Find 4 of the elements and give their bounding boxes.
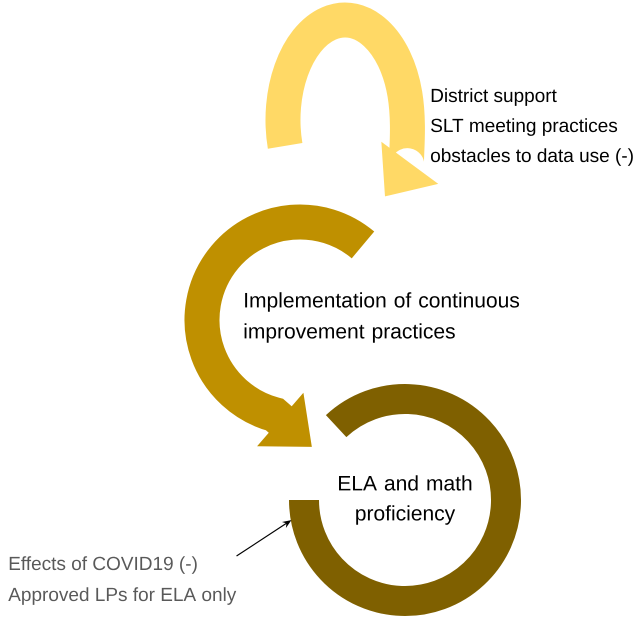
factor-list: Effects of COVID19 (-) Approved LPs for ELA only [8, 556, 236, 605]
stage-label: Implementation of continuous improvement practices [244, 292, 520, 343]
outcome-label: ELA and math proficiency [339, 475, 472, 525]
factor-list: District support SLT meeting practices obstacles to data use (-) [431, 88, 633, 166]
